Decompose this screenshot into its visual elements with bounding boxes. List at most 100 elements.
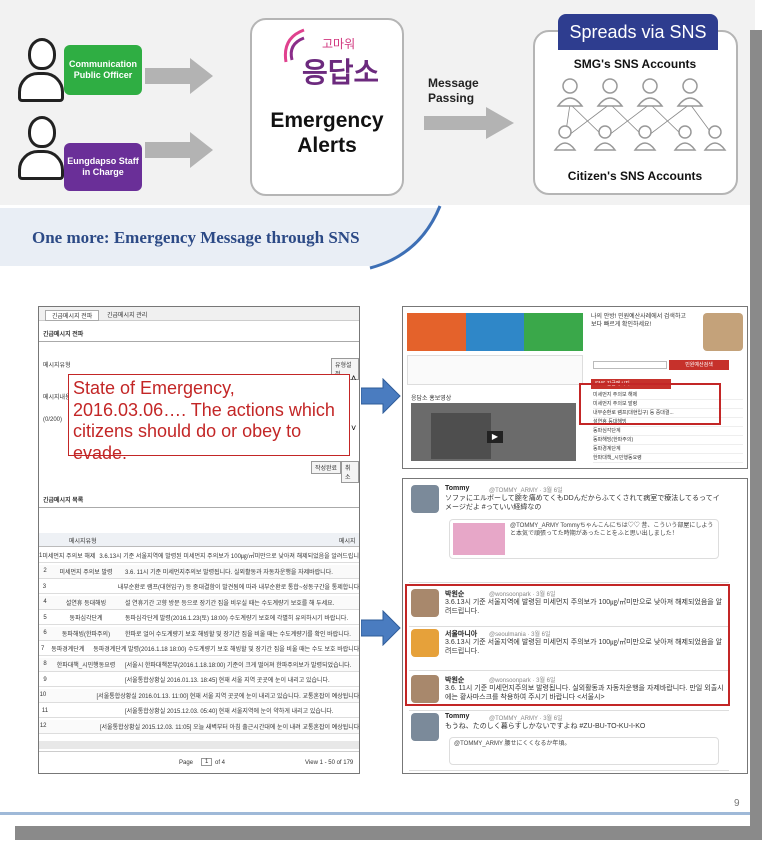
emergency-alerts-label: Emergency Alerts: [270, 109, 384, 158]
emergency-overlay-text: State of Emergency, 2016.03.06…. The act…: [68, 374, 350, 463]
table-row[interactable]: 10[서울통합상황실 2016.01.13. 11:00] 현재 서울 지역 곳…: [39, 688, 359, 703]
section-swoosh: [0, 205, 442, 270]
row-message: 동파경계단계 발령(2016.1.18 18:00) 수도계량기 보호 해빙할 …: [93, 647, 360, 653]
row-number: 3: [42, 583, 47, 590]
field-content-label: 메시지내용: [43, 395, 71, 401]
row-message: [서울통합상황실 2015.12.03. 05:40] 현재 서울지역에 눈이 …: [125, 709, 334, 715]
table-row[interactable]: 8 한파대책_시민행동요령 [서울시 한파대책본부(2016.1.18.18:00)…: [39, 657, 359, 672]
sns-list-item[interactable]: 설연휴 등대해빙: [593, 418, 743, 427]
row-message: 내부순환로 램프(대현입구) 등 중대결함이 발견됨에 따라 내부순환로 통합~…: [117, 585, 360, 591]
row-type: 미세먼지 주의보 해제: [42, 554, 96, 560]
field-type-label: 메시지유형: [43, 363, 71, 369]
tweet-handle: @TOMMY_ARMY · 3월 6일: [489, 488, 563, 494]
row-message: [서울통합상황실 2016.01.13. 18:45] 현재 서울 지역 곳곳에…: [125, 678, 330, 684]
row-message: 설 연휴기간 고향 방문 등으로 장기간 집을 비우실 때는 수도계량기 보호를…: [125, 600, 335, 607]
pager-view: View 1 - 50 of 179: [305, 760, 354, 766]
sns-box: [533, 30, 738, 195]
tweet-author: Tommy: [445, 485, 470, 492]
tweet-text: もうね、たのしく暮らすしかないですよね #ZU-BU-TO-KU-I-KO: [445, 723, 646, 730]
sns-list-item[interactable]: 미세먼지 주의보 발령: [593, 400, 743, 409]
row-message: 3.6.13시 기준 서울지역에 발령된 미세먼지 주의보가 100㎍/㎥미만으…: [99, 554, 360, 560]
row-number: 11: [41, 707, 49, 714]
sns-header: Spreads via SNS: [558, 14, 718, 50]
table-row[interactable]: 9[서울통합상황실 2016.01.13. 18:45] 현재 서울 지역 곳곳…: [39, 673, 359, 687]
arrow-right-icon: [361, 610, 401, 646]
column-header-message: 메시지: [339, 539, 356, 545]
arrow-right-icon: [424, 107, 514, 139]
message-passing-label: Message Passing: [428, 76, 479, 105]
network-diagram: [553, 78, 727, 151]
char-count: (0/200): [43, 417, 63, 423]
tweet-author: 서울마니아: [445, 631, 478, 638]
row-number: 1: [39, 552, 43, 559]
cancel-button[interactable]: 취소: [341, 461, 359, 483]
person-icon: [18, 38, 64, 104]
slide: Communication Public Officer Eungdapso S…: [0, 0, 755, 815]
arrow-right-icon: [145, 58, 213, 94]
sns-list-item[interactable]: 미세먼지 주의보 해제: [593, 391, 743, 400]
page-number: 9: [734, 798, 740, 809]
avatar: [411, 713, 439, 741]
section-title: One more: Emergency Message through SNS: [32, 228, 360, 247]
sns-list-item[interactable]: 동파심각단계: [593, 427, 743, 436]
row-message: [서울통합상황실 2015.12.03. 11:05] 오늘 새벽부터 아침 출…: [99, 724, 360, 731]
row-type: 동파경계단계: [51, 647, 85, 653]
sns-list-item[interactable]: 한파대책_시민행동요령: [593, 454, 743, 463]
sns-list-item[interactable]: 내부순환로 램프(대현입구) 등 중대결...: [593, 409, 743, 418]
submit-button[interactable]: 작성완료: [311, 461, 342, 474]
sns-list-item[interactable]: 동파해빙(한파주의): [593, 436, 743, 445]
highlight-box: [405, 584, 730, 706]
avatar: [411, 589, 439, 617]
avatar: [411, 485, 439, 513]
pager-total: of 4: [215, 760, 226, 766]
scroll-up-icon[interactable]: ˄: [351, 373, 357, 383]
tweet-handle: @wonsoonpark · 3월 6일: [489, 592, 556, 598]
smg-accounts-label: SMG's SNS Accounts: [573, 57, 697, 71]
site-search-input[interactable]: [593, 361, 667, 369]
slide-shadow: [15, 826, 762, 840]
person-icon: [18, 116, 64, 182]
scroll-down-icon[interactable]: ˅: [351, 423, 357, 433]
arrow-right-icon: [361, 378, 401, 414]
eungdapso-logo-icon: 고마워 응답소: [283, 28, 378, 89]
avatar: [411, 675, 439, 703]
row-type: 한파대책_시민행동요령: [56, 662, 116, 669]
page-input[interactable]: 1: [201, 758, 213, 766]
emergency-alerts-box: 고마워 응답소 Emergency Alerts: [250, 18, 404, 196]
row-message: 한파로 얼어 수도계량기 보호 해빙할 및 장기간 집을 비울 때는 수도계량기…: [125, 631, 351, 638]
books-image: [703, 313, 743, 351]
table-row[interactable]: 12[서울통합상황실 2015.12.03. 11:05] 오늘 새벽부터 아침…: [39, 719, 360, 734]
citizen-accounts-label: Citizen's SNS Accounts: [567, 169, 703, 183]
quoted-tweet[interactable]: @TOMMY_ARMY 腰せにくくなるか年頃。: [449, 737, 719, 765]
table-row[interactable]: 11 [서울통합상황실 2015.12.03. 05:40] 현재 서울지역에 눈…: [39, 704, 359, 718]
tweet-handle: @TOMMY_ARMY · 3월 6일: [489, 716, 563, 722]
tab-manage[interactable]: 긴급메시지 관리: [107, 313, 148, 319]
sns-list-item[interactable]: 동파경계단계: [593, 445, 743, 454]
tweet-author: 박원순: [445, 591, 465, 598]
avatar: [411, 629, 439, 657]
row-number: 2: [43, 568, 47, 574]
video-thumbnail[interactable]: 응답소 홍보영상 ▶: [411, 393, 576, 461]
horizontal-scrollbar[interactable]: [39, 741, 359, 749]
site-search-button[interactable]: 민원예산검색: [669, 360, 729, 370]
role-eungdapso-staff: Eungdapso Staff in Charge: [64, 143, 142, 191]
quoted-tweet[interactable]: @TOMMY_ARMY Tommyちゃんこんにちは♡♡ 昔、こういう部屋にしよう…: [449, 519, 719, 559]
row-number: 8: [43, 661, 47, 667]
table-row[interactable]: 3 내부순환로 램프(대현입구) 등 중대결함이 발견됨에 따라 내부순환로 통합…: [39, 580, 360, 594]
tweet-author: Tommy: [445, 713, 470, 720]
tab-broadcast[interactable]: 긴급메시지 전파: [45, 310, 100, 321]
row-message: [서울시 한파대책본부(2016.1.18.18:00) 기준이 크게 떨어져 …: [125, 662, 352, 669]
play-icon[interactable]: ▶: [487, 431, 503, 443]
